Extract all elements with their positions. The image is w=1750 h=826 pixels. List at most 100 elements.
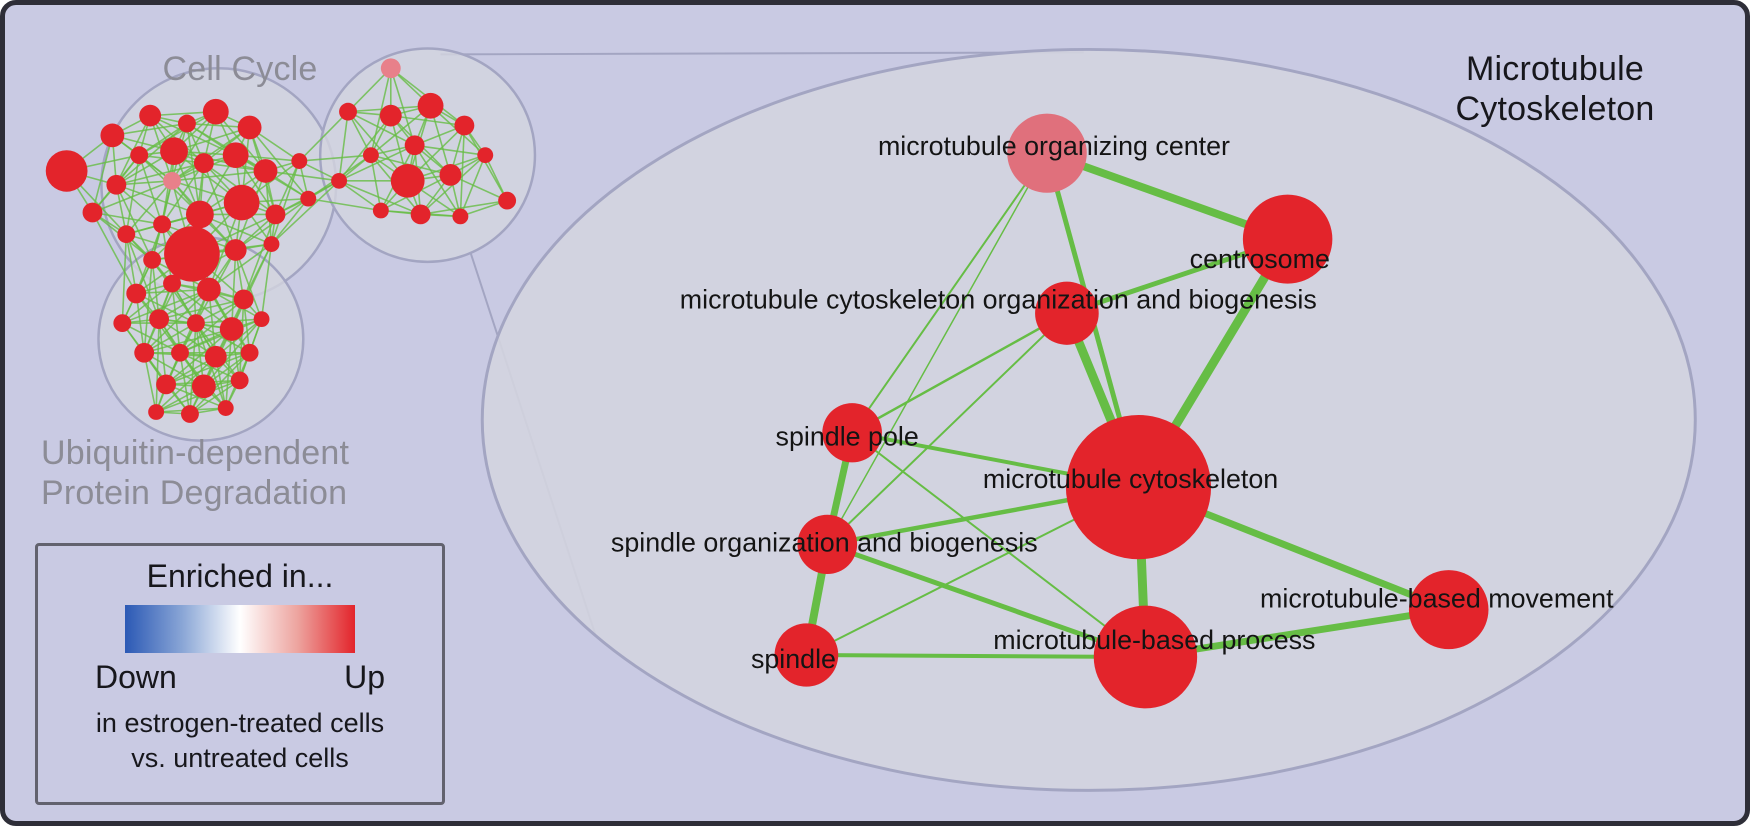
mini-network-node xyxy=(185,200,214,229)
mini-network-edge xyxy=(338,111,349,181)
mini-network-edge xyxy=(125,234,138,294)
mini-network-edge xyxy=(155,356,217,413)
mini-network-edge xyxy=(91,135,114,213)
mini-network-node xyxy=(130,146,149,165)
mini-network-node xyxy=(454,115,475,136)
mini-network-edge xyxy=(138,111,217,156)
mini-network-node xyxy=(380,58,401,79)
mini-network-node xyxy=(439,164,462,186)
mini-network-node xyxy=(163,171,181,190)
mini-network-node xyxy=(230,371,249,390)
mini-network-node xyxy=(113,314,132,332)
mini-network-edge xyxy=(390,67,416,146)
mini-network-node xyxy=(202,98,229,125)
node-spindle xyxy=(774,623,839,687)
cluster-label-microtubule-line2: Cytoskeleton xyxy=(1455,90,1655,129)
mini-network-edge xyxy=(171,283,181,353)
mini-network-edge xyxy=(248,126,309,200)
node-mt_cyto xyxy=(1065,414,1212,560)
mini-network-edge xyxy=(92,180,173,214)
cluster-label-ubiquitin-line1: Ubiquitin-dependent xyxy=(41,434,350,472)
mini-network-edge xyxy=(195,322,250,354)
mini-network-edge xyxy=(91,212,137,294)
mini-network-node xyxy=(160,137,188,166)
mini-network-node xyxy=(191,374,216,399)
mini-network-node xyxy=(139,104,162,127)
mini-network-node xyxy=(498,191,517,210)
node-label-mb_movement: microtubule-based movement xyxy=(1260,584,1614,614)
mini-network-node xyxy=(164,226,220,282)
network-svg: microtubule organizing centercentrosomem… xyxy=(45,47,1697,792)
mini-network-edge xyxy=(179,318,262,354)
legend-down-label: Down xyxy=(95,659,177,695)
mini-network-edge xyxy=(158,298,244,320)
mini-network-edge xyxy=(338,115,392,182)
mini-network-node xyxy=(362,147,379,164)
mini-network-edge xyxy=(116,162,205,186)
legend-up-label: Up xyxy=(344,659,385,695)
mini-network-edge xyxy=(143,322,197,354)
mini-network-edge xyxy=(112,122,188,137)
node-centrosome xyxy=(1242,194,1333,284)
mini-network-node xyxy=(339,102,357,121)
legend-title: Enriched in... xyxy=(146,558,334,594)
mini-network-node xyxy=(178,114,196,133)
mini-network-edge xyxy=(463,125,508,201)
mini-network-node xyxy=(186,314,205,332)
node-label-centrosome: centrosome xyxy=(1190,244,1330,274)
mini-network-edge xyxy=(208,243,272,291)
edge-moc-spindle_org xyxy=(826,152,1048,546)
mini-network-node xyxy=(156,374,177,395)
edge-spindle-mb_process xyxy=(804,653,1148,659)
mini-network-node xyxy=(148,404,165,420)
node-mco xyxy=(1035,281,1099,345)
node-moc xyxy=(1007,113,1087,193)
mini-network-node xyxy=(180,405,199,423)
mini-network-edge xyxy=(459,125,466,217)
legend-caption-line2: vs. untreated cells xyxy=(131,743,349,774)
mini-network-edge xyxy=(347,67,392,113)
mini-network-edge xyxy=(370,105,432,156)
mini-network-edge xyxy=(370,155,382,211)
mini-network-edge xyxy=(158,319,167,385)
mini-network-edge xyxy=(234,249,263,320)
mini-network-node xyxy=(217,400,234,416)
mini-network-node xyxy=(233,289,254,310)
legend: Enriched in... Down Up in estrogen-treat… xyxy=(35,543,445,805)
node-mb_movement xyxy=(1408,570,1489,650)
mini-network-node xyxy=(222,142,249,169)
mini-network-edge xyxy=(308,197,381,212)
legend-caption: in estrogen-treated cells vs. untreated … xyxy=(38,706,442,776)
mini-network-edge xyxy=(215,111,267,172)
mini-network-edge xyxy=(122,288,210,324)
node-spindle_pole xyxy=(822,403,882,463)
mini-network-node xyxy=(223,184,260,221)
mini-network-edge xyxy=(155,319,160,413)
mini-network-node xyxy=(100,123,125,148)
mini-network-node xyxy=(240,343,259,362)
cluster-label-ubiquitin-line2: Protein Degradation xyxy=(41,474,348,513)
mini-network-edge xyxy=(92,211,163,226)
mini-network-node xyxy=(106,174,127,195)
mini-network-edge xyxy=(414,144,486,156)
mini-network-node xyxy=(263,236,280,252)
mini-network-node xyxy=(291,153,308,169)
edge-moc-spindle_pole xyxy=(851,152,1049,434)
cluster-label-microtubule-line1: Microtubule xyxy=(1466,50,1644,88)
mini-network-edge xyxy=(230,249,237,330)
mini-network-edge xyxy=(115,184,153,261)
mini-network-edge xyxy=(171,170,266,182)
mini-network-edge xyxy=(143,328,232,354)
mini-network-node xyxy=(300,190,317,207)
mini-network-edge xyxy=(165,328,233,385)
mini-network-node xyxy=(117,225,136,244)
mini-network-node xyxy=(331,172,348,189)
node-label-spindle: spindle xyxy=(751,644,836,674)
node-label-mco: microtubule cytoskeleton organization an… xyxy=(680,284,1317,314)
node-mb_process xyxy=(1093,605,1198,709)
mini-network-node xyxy=(45,150,88,192)
mini-network-edge xyxy=(338,180,421,216)
zoom-ellipse xyxy=(480,47,1697,792)
mini-network-node xyxy=(237,115,262,140)
